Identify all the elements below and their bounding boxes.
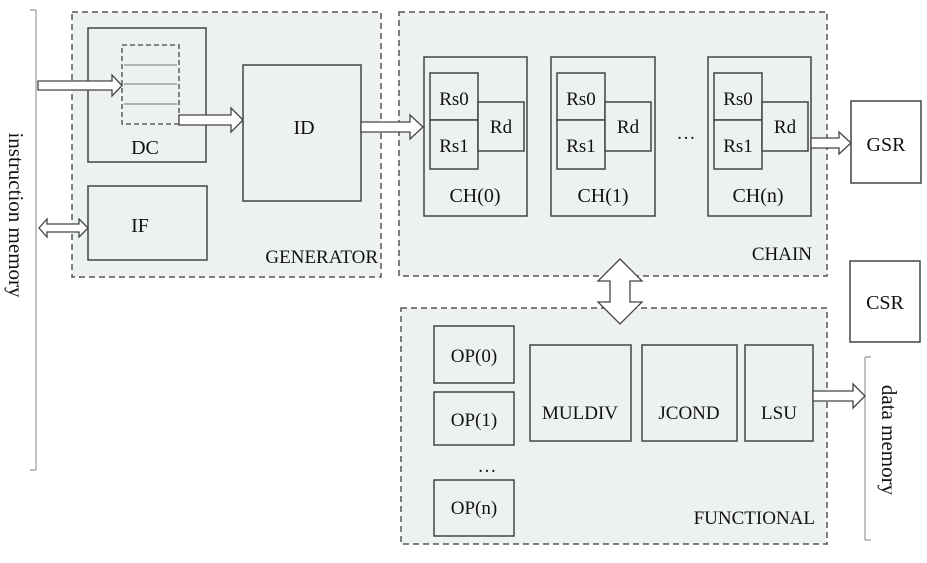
csr-frame (849, 260, 921, 343)
arrow-imem-to-dc (37, 73, 123, 98)
jcond-label: JCOND (658, 403, 719, 424)
channel-n-rs0-register (713, 72, 763, 121)
channel-1-rd-register (604, 101, 652, 152)
data-memory-label: data memory (877, 385, 901, 496)
instruction-memory-bracket (30, 9, 37, 471)
generator-panel: GENERATOR DC ID IF (71, 11, 382, 278)
chain-panel: CHAIN Rs0 Rs1 Rd CH(0) Rs0 Rs1 Rd CH(1) … (398, 11, 828, 277)
gsr-frame (850, 100, 922, 184)
functional-panel: FUNCTIONAL OP(0) OP(1) … OP(n) MULDIV JC… (400, 307, 828, 545)
csr-label: CSR (866, 292, 904, 314)
arrow-id-to-chain (360, 113, 424, 141)
channel-1-name: CH(1) (577, 185, 628, 207)
id-block (242, 64, 362, 202)
data-memory: data memory (864, 356, 901, 541)
id-label: ID (293, 117, 314, 139)
arrow-chain-to-gsr (810, 130, 852, 156)
functional-title: FUNCTIONAL (694, 508, 815, 529)
op-0-block (433, 325, 515, 384)
channel-1: Rs0 Rs1 Rd CH(1) (550, 56, 656, 217)
lsu-label: LSU (761, 403, 797, 424)
muldiv-label: MULDIV (542, 403, 618, 424)
channel-1-rs0-register (556, 72, 606, 121)
op-n-label: OP(n) (451, 498, 497, 519)
arrow-lsu-to-data-memory (812, 382, 866, 410)
channel-n: Rs0 Rs1 Rd CH(n) (707, 56, 812, 217)
op-ellipsis: … (478, 456, 497, 477)
channel-0-rs0-label: Rs0 (439, 89, 469, 110)
channel-n-name: CH(n) (732, 185, 783, 207)
channel-0-rd-label: Rd (490, 117, 513, 138)
instruction-memory: instruction memory (4, 9, 37, 471)
channel-n-rd-label: Rd (774, 117, 797, 138)
channel-n-rs1-register (713, 119, 763, 170)
channel-0-rs0-register (429, 72, 479, 121)
channel-1-rs0-label: Rs0 (566, 89, 596, 110)
csr-block: CSR (849, 260, 921, 343)
muldiv-unit (529, 344, 632, 442)
channel-n-rs1-label: Rs1 (723, 136, 753, 157)
channel-n-rs0-label: Rs0 (723, 89, 753, 110)
channel-0: Rs0 Rs1 Rd CH(0) (423, 56, 528, 217)
if-block (87, 185, 208, 261)
lsu-unit (744, 344, 814, 442)
chain-title: CHAIN (752, 244, 812, 265)
jcond-unit (641, 344, 738, 442)
data-memory-bracket (864, 356, 871, 541)
op-n-block (433, 479, 515, 537)
channel-n-rd-register (761, 101, 809, 152)
channel-1-rd-label: Rd (617, 117, 640, 138)
chain-ellipsis: … (677, 123, 696, 144)
channel-1-rs1-label: Rs1 (566, 136, 596, 157)
if-label: IF (131, 215, 149, 237)
arrow-chain-functional-bidirectional (596, 258, 644, 325)
generator-title: GENERATOR (265, 247, 378, 268)
channel-0-rd-register (477, 101, 525, 152)
instruction-memory-label: instruction memory (4, 132, 28, 298)
gsr-block: GSR (850, 100, 922, 184)
gsr-label: GSR (867, 134, 907, 156)
arrow-imem-if-bidirectional (38, 217, 89, 239)
op-1-block (433, 391, 515, 446)
channel-0-rs1-label: Rs1 (439, 136, 469, 157)
op-1-label: OP(1) (451, 410, 497, 431)
arrow-dc-to-id (178, 106, 244, 134)
dc-label: DC (131, 137, 159, 159)
op-0-label: OP(0) (451, 346, 497, 367)
channel-0-name: CH(0) (449, 185, 500, 207)
